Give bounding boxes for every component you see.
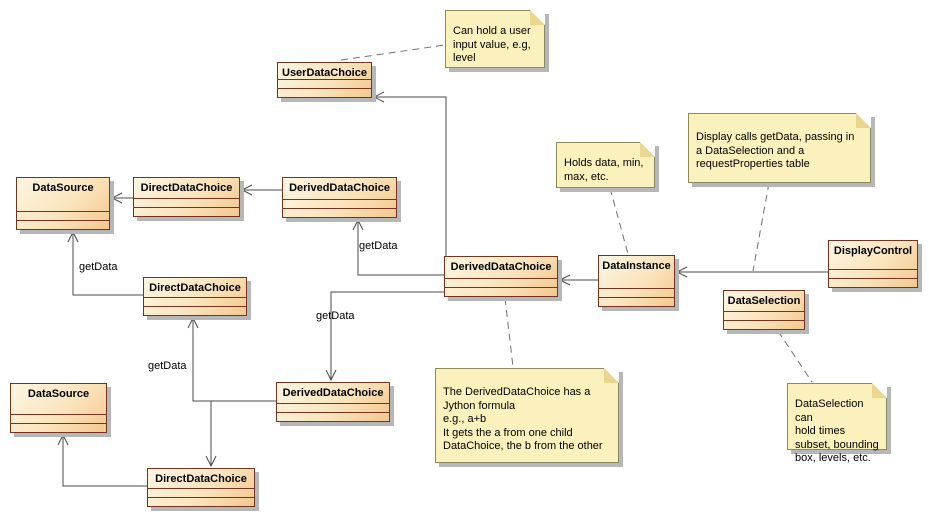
note-text: DataSelection can hold times subset, bou… — [795, 398, 879, 464]
class-directdatachoice-bottom[interactable]: DirectDataChoice — [147, 468, 255, 507]
note-fold-icon — [530, 10, 545, 25]
operations-compartment — [134, 207, 239, 216]
note-anchor-datainstance — [609, 187, 629, 255]
attributes-compartment — [148, 488, 254, 497]
note-display-calls-getdata[interactable]: Display calls getData, passing in a Data… — [688, 113, 871, 183]
edge-label-getdata-mid: getData — [316, 310, 355, 322]
operations-compartment — [829, 278, 917, 287]
class-deriveddatachoice-bottom[interactable]: DerivedDataChoice — [276, 382, 390, 422]
attributes-compartment — [11, 414, 106, 423]
note-anchor-deriveddatachoice — [504, 297, 514, 368]
note-anchor-userdatachoice — [340, 44, 446, 61]
edge-directdatachoice-mid-to-datasource-top-getdata — [73, 232, 143, 296]
class-title: DirectDataChoice — [149, 282, 241, 294]
attributes-compartment — [724, 311, 804, 320]
class-deriveddatachoice-top[interactable]: DerivedDataChoice — [282, 177, 397, 218]
edge-deriveddatachoice-bottom-to-directdatachoice-bottom — [211, 400, 276, 466]
class-title: DataSource — [32, 182, 94, 194]
note-fold-icon — [604, 368, 619, 383]
note-text: Holds data, min, max, etc. — [564, 157, 644, 183]
class-title: DisplayControl — [833, 245, 913, 257]
class-title: UserDataChoice — [282, 67, 367, 79]
operations-compartment — [724, 320, 804, 329]
attributes-compartment — [134, 198, 239, 207]
operations-compartment — [445, 287, 557, 296]
note-user-input-value[interactable]: Can hold a user input value, e.g, level — [445, 10, 545, 68]
class-datasource-top[interactable]: DataSource — [16, 177, 110, 230]
note-jython-formula[interactable]: The DerivedDataChoice has a Jython formu… — [435, 368, 619, 463]
note-holds-data[interactable]: Holds data, min, max, etc. — [556, 142, 655, 188]
note-anchor-dataselection — [777, 330, 813, 383]
class-datainstance[interactable]: DataInstance — [598, 255, 675, 307]
note-anchor-display-call — [752, 182, 770, 272]
class-displaycontrol[interactable]: DisplayControl — [828, 240, 918, 288]
operations-compartment — [599, 297, 674, 306]
operations-compartment — [148, 497, 254, 506]
class-title: DerivedDataChoice — [289, 182, 390, 194]
attributes-compartment — [17, 211, 109, 220]
attributes-compartment — [144, 297, 246, 306]
operations-compartment — [283, 208, 396, 217]
class-deriveddatachoice-mid[interactable]: DerivedDataChoice — [444, 256, 558, 297]
attributes-compartment — [277, 403, 389, 412]
class-title: DirectDataChoice — [155, 473, 247, 485]
edge-deriveddatachoice-bottom-to-directdatachoice-mid-getdata — [193, 318, 276, 402]
note-fold-icon — [856, 113, 871, 128]
class-title: DataSelection — [727, 295, 801, 307]
class-title: DataSource — [27, 388, 90, 400]
attributes-compartment — [278, 79, 371, 88]
class-dataselection[interactable]: DataSelection — [723, 290, 805, 330]
class-title: DataInstance — [602, 260, 671, 272]
operations-compartment — [11, 423, 106, 432]
note-fold-icon — [640, 142, 655, 157]
edge-label-getdata-top: getData — [359, 240, 398, 252]
note-fold-icon — [872, 383, 887, 398]
operations-compartment — [277, 412, 389, 421]
class-directdatachoice-top[interactable]: DirectDataChoice — [133, 177, 240, 217]
attributes-compartment — [283, 199, 396, 208]
note-text: The DerivedDataChoice has a Jython formu… — [443, 386, 603, 452]
note-dataselection-holds[interactable]: DataSelection can hold times subset, bou… — [787, 383, 887, 464]
class-title: DirectDataChoice — [140, 182, 233, 194]
edge-label-getdata-left: getData — [79, 261, 118, 273]
class-directdatachoice-mid[interactable]: DirectDataChoice — [143, 277, 247, 316]
operations-compartment — [17, 220, 109, 229]
note-text: Display calls getData, passing in a Data… — [696, 131, 855, 170]
class-title: DerivedDataChoice — [282, 387, 384, 399]
edge-deriveddatachoice-mid-to-deriveddatachoice-top-getdata — [358, 220, 444, 276]
operations-compartment — [278, 88, 371, 97]
edge-deriveddatachoice-mid-to-deriveddatachoice-bottom-getdata — [331, 291, 444, 380]
class-datasource-bottom[interactable]: DataSource — [10, 383, 107, 433]
operations-compartment — [144, 306, 246, 315]
edge-label-getdata-bottom: getData — [148, 360, 187, 372]
edge-deriveddatachoice-mid-to-userdatachoice — [374, 97, 447, 256]
attributes-compartment — [829, 269, 917, 278]
attributes-compartment — [599, 288, 674, 297]
attributes-compartment — [445, 278, 557, 287]
note-text: Can hold a user input value, e.g, level — [453, 25, 531, 64]
class-userdatachoice[interactable]: UserDataChoice — [277, 62, 372, 98]
edge-directdatachoice-bottom-to-datasource-bottom — [63, 435, 147, 487]
class-title: DerivedDataChoice — [450, 261, 552, 273]
